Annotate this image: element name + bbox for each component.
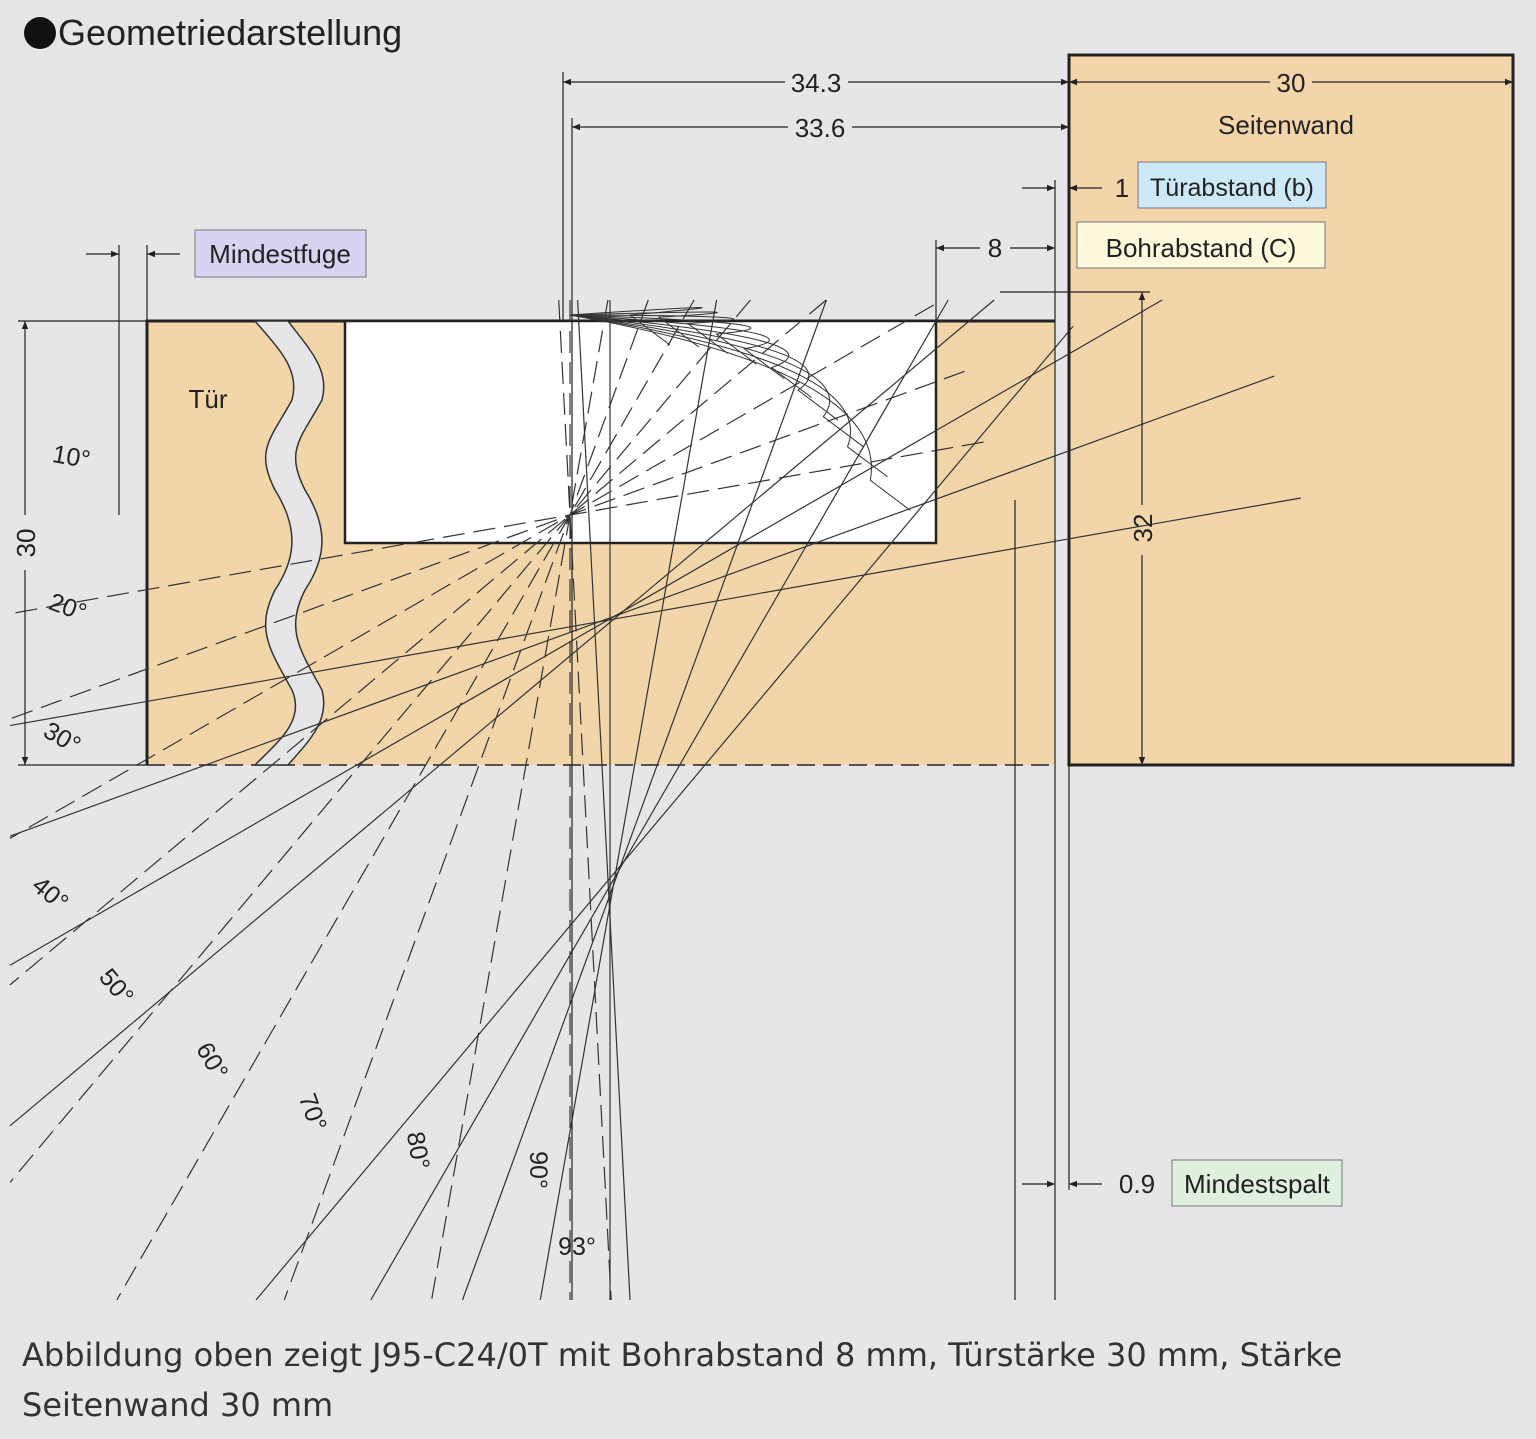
swing-line-dashed: [9, 299, 827, 986]
angle-label: 70°: [293, 1090, 332, 1135]
swing-line-dashed: [9, 441, 984, 615]
swing-line-solid: [9, 299, 1163, 966]
rotated-door-outline: [569, 314, 888, 478]
bullet-icon: [24, 17, 56, 49]
angle-label: 40°: [27, 871, 74, 917]
dim-30-wall: 30: [1277, 68, 1306, 98]
bohrabstand-box: [1076, 221, 1326, 269]
swing-line-dashed: [283, 299, 649, 1301]
swing-line-solid: [255, 325, 1074, 1301]
rotated-door-outline: [569, 314, 757, 365]
swing-line-solid: [9, 497, 1301, 727]
caption: Abbildung oben zeigt J95-C24/0T mit Bohr…: [22, 1336, 1343, 1424]
swing-line-solid: [9, 375, 1275, 837]
dim-8: 8: [988, 233, 1002, 263]
tuerabstand-label: Türabstand (b): [1150, 174, 1314, 202]
rotated-door-outline: [569, 314, 812, 398]
swing-line-dashed: [116, 299, 695, 1301]
angle-label: 93°: [558, 1233, 596, 1261]
dim-1: 1: [1115, 173, 1129, 203]
door-label: Tür: [189, 384, 228, 414]
swing-line-solid: [461, 299, 828, 1301]
rotated-door-outline: [569, 314, 735, 354]
page-title: Geometriedarstellung: [58, 12, 402, 53]
swing-line-dashed: [9, 370, 965, 720]
swing-line-solid: [539, 299, 718, 1301]
mindestfuge-box: [194, 229, 367, 278]
swing-line-dashed: [9, 299, 751, 1183]
swing-lines: [9, 299, 1301, 1301]
mindestspalt-label: Mindestspalt: [1184, 1169, 1331, 1199]
rotated-door-outline: [569, 314, 839, 421]
angle-label: 90°: [524, 1151, 552, 1189]
angle-label: 30°: [39, 716, 86, 759]
swing-line-dashed: [558, 299, 612, 1301]
dim-33-6: 33.6: [795, 113, 846, 143]
angle-label: 20°: [45, 588, 90, 627]
dim-32: 32: [1128, 514, 1158, 543]
swing-line-solid: [577, 299, 631, 1301]
mindestfuge-label: Mindestfuge: [209, 239, 351, 269]
angle-label: 10°: [50, 440, 92, 474]
dim-30-door: 30: [11, 529, 41, 558]
swing-line-solid: [9, 299, 995, 1127]
swing-line-dashed: [9, 304, 935, 839]
swing-line-dashed: [430, 299, 609, 1301]
dim-0-9: 0.9: [1119, 1169, 1155, 1199]
angle-label: 50°: [93, 963, 139, 1010]
mindestspalt-box: [1171, 1159, 1343, 1207]
side-wall-label: Seitenwand: [1218, 110, 1354, 140]
bohrabstand-label: Bohrabstand (C): [1106, 233, 1297, 263]
tuerabstand-box: [1137, 161, 1327, 209]
rotated-door-outline: [569, 314, 911, 511]
angle-label: 60°: [190, 1038, 233, 1085]
rotated-door-outline: [569, 314, 864, 448]
angle-label: 80°: [401, 1130, 435, 1172]
swing-line-solid: [370, 299, 949, 1301]
dim-34-3: 34.3: [791, 68, 842, 98]
